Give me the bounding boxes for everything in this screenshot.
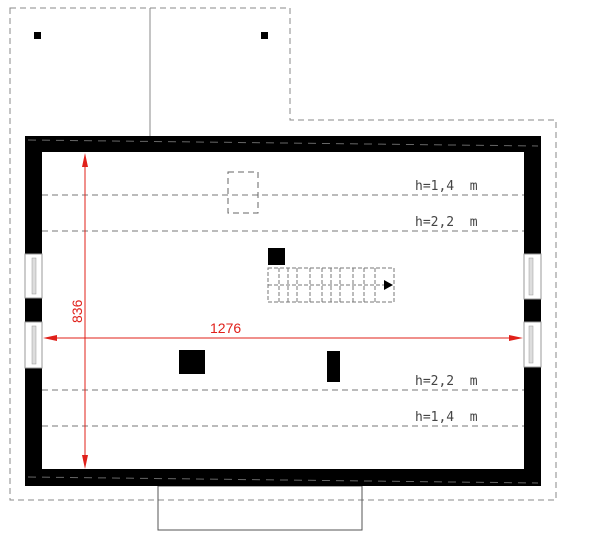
height-label-3: h=2,2 m <box>415 374 478 389</box>
staircase <box>267 267 395 303</box>
dimension-width-label: 1276 <box>210 320 241 336</box>
left-windows <box>24 253 43 369</box>
right-windows <box>523 253 542 368</box>
marker-square-left <box>34 32 41 39</box>
dimension-width <box>43 335 523 341</box>
column-left <box>179 350 205 374</box>
top-wall-dash <box>27 139 539 147</box>
height-label-4: h=1,4 m <box>415 410 478 425</box>
height-label-2: h=2,2 m <box>415 215 478 230</box>
chimney <box>268 248 285 265</box>
height-label-1: h=1,4 m <box>415 179 478 194</box>
porch-outline <box>157 485 363 531</box>
bottom-wall-dash <box>27 476 539 484</box>
skylight-outline <box>227 171 259 214</box>
column-right <box>327 351 340 382</box>
marker-square-right <box>261 32 268 39</box>
height-lines <box>42 194 524 427</box>
dimension-depth-label: 836 <box>69 299 85 323</box>
dimension-depth <box>82 153 88 469</box>
stair-direction-arrow-icon <box>384 280 393 290</box>
roof-outline <box>9 7 557 501</box>
